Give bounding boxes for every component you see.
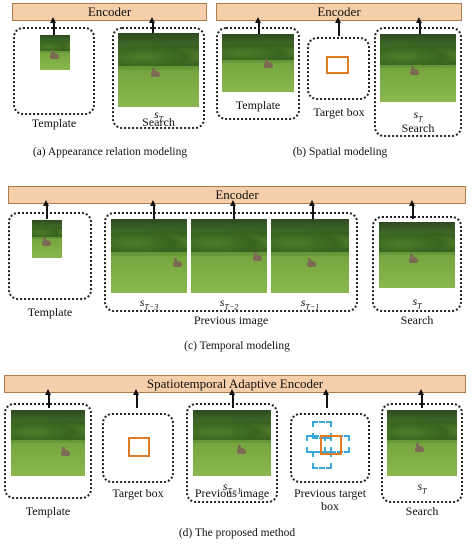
search-box-b: sT Search [374,27,462,137]
arrow-target-d [133,389,139,408]
template-image-d [11,410,85,476]
search-symbol-d: sT [417,479,427,496]
caption-d: (d) The proposed method [178,527,296,539]
arrow-target-b [335,17,341,36]
template-image-a [40,35,70,70]
target-box-b [307,37,370,100]
template-image-c [32,220,62,258]
template-box-b: Template [216,27,300,120]
search-box-c: sT [372,216,462,312]
previous-target-box-d [290,413,370,483]
target-rectangle-d [128,437,150,457]
arrow-search-b [416,17,422,36]
search-symbol-b: sT [413,107,423,124]
previous-image-2-c [191,219,267,293]
template-label-a: Template [31,116,77,130]
arrow-prev-d [229,389,235,408]
previous-image-1-c [111,219,187,293]
previous-image-d [193,410,271,476]
arrow-search-d [418,389,424,408]
template-label-d: Template [25,504,71,518]
arrow-template-b [255,17,261,36]
search-image-d [387,410,457,476]
caption-b: (b) Spatial modeling [292,146,388,158]
arrow-template-d [45,389,51,408]
previous-image-label-d: Previous image [194,486,270,500]
target-rectangle-b [326,56,349,74]
search-symbol-a: sT [153,107,164,124]
arrow-prevbox-d [323,389,329,408]
previous-image-label-c: Previous image [193,313,269,327]
search-image-c [379,222,455,288]
search-label-b: Search [401,121,435,135]
arrow-search-c [409,200,415,219]
previous-image-3-c [271,219,349,293]
search-image-a [118,33,199,107]
template-label-c: Template [27,305,73,319]
search-symbol-c: sT [412,294,422,311]
arrow-template-a [50,17,56,36]
previous-image-box-d: sT−1 [186,403,278,503]
previous-images-box-c: sT−3 sT−2 sT−1 [104,212,358,312]
search-label-a: Search [142,115,175,129]
template-image-b [222,34,294,92]
template-box-c [8,212,92,300]
encoder-d: Spatiotemporal Adaptive Encoder [4,375,466,393]
template-box-a [13,27,95,115]
prev-symbol-2-c: sT−2 [219,295,239,312]
template-label-b: Template [235,98,281,112]
encoder-c: Encoder [8,186,466,204]
caption-a: (a) Appearance relation modeling [32,146,188,158]
prev-symbol-3-c: sT−1 [300,295,320,312]
arrow-search-a [149,17,155,36]
previous-target-box-label-line1: Previous target [293,486,367,500]
prev-symbol-d: sT−1 [222,479,242,496]
previous-target-box-label-line2: box [321,499,339,513]
target-box-d [102,413,174,483]
encoder-a: Encoder [12,3,207,21]
previous-target-rectangle-d [320,435,342,455]
previous-target-box-label-d: Previous target box [280,487,380,513]
caption-c: (c) Temporal modeling [184,340,290,352]
prev-symbol-1-c: sT−3 [139,295,159,312]
target-box-label-b: Target box [313,105,365,119]
search-image-b [380,34,456,102]
previous-box-3-d [312,451,332,469]
template-box-d [4,403,92,499]
target-box-label-d: Target box [112,486,164,500]
previous-box-1-d [312,421,332,439]
search-box-d: sT [381,403,463,503]
search-label-d: Search [405,504,439,518]
search-box-a: sT Search [112,27,205,129]
search-label-c: Search [400,313,434,327]
